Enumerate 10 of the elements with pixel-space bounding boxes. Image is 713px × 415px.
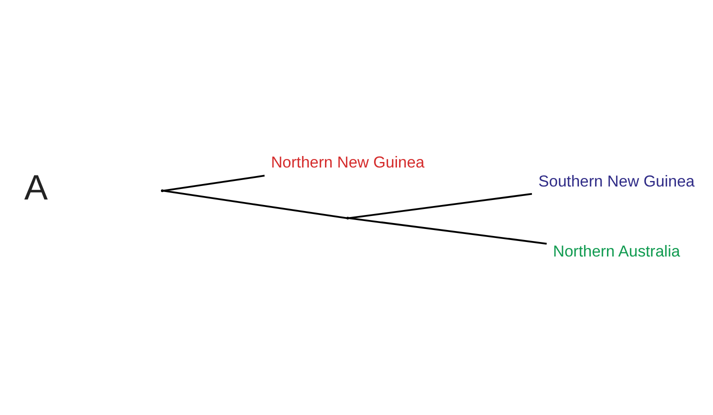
node-point xyxy=(160,188,164,192)
connector xyxy=(163,174,265,192)
node-text: Northern New Guinea xyxy=(270,154,425,171)
node-text: Northern Australia xyxy=(553,242,680,260)
connector xyxy=(348,216,547,244)
connector xyxy=(348,192,532,218)
label: A xyxy=(24,168,48,208)
node-point xyxy=(346,216,350,220)
node-text: Southern New Guinea xyxy=(538,173,695,190)
connector xyxy=(163,189,347,218)
